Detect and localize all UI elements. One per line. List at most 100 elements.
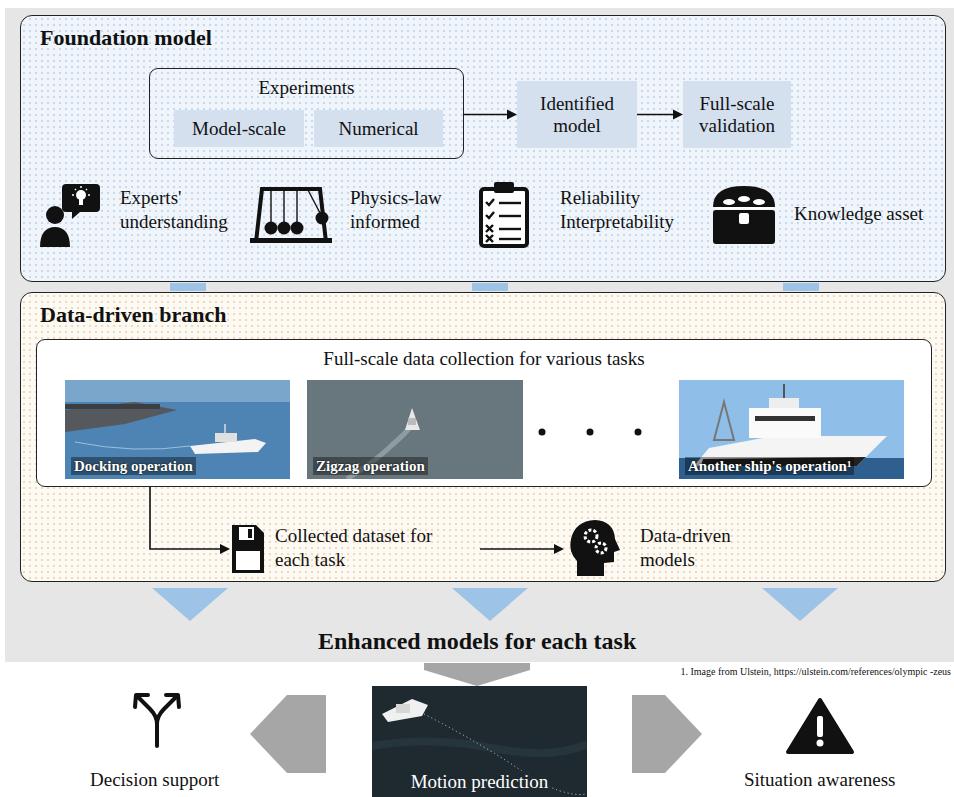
floppy-disk-icon [248,529,252,538]
box-label: Numerical [338,118,418,140]
expert-icon [79,199,83,205]
label-anchor: Decision support [90,768,219,792]
process-box: Model-scale [174,110,304,147]
photo-illustration [679,380,904,479]
data-driven-panel: Data-driven branchFull-scale data collec… [20,292,946,582]
floppy-disk-icon [232,525,264,573]
photo-illustration [75,442,190,449]
label-anchor: Data-driven models [640,524,768,572]
label-anchor: Knowledge asset [794,202,946,226]
flow-line [150,487,564,554]
icon-caption: Decision support [90,768,219,792]
icon-caption: Physics-law informed [350,186,464,234]
photo-illustration [65,380,290,402]
newton-cradle-icon [308,190,320,213]
photo-illustration [215,433,237,442]
photo-label-anchor: Docking operation [71,457,196,475]
expert-icon [62,184,100,219]
photo-illustration [783,384,785,398]
warning-icon [817,716,823,737]
gray-arrow [424,663,530,686]
photo-illustration [224,424,226,433]
label-anchor: Experts' understanding [120,186,252,234]
label-anchor: Collected dataset for each task [275,524,457,572]
photo-illustration [679,458,904,479]
floppy-disk-icon [236,551,260,570]
photo-illustration [372,686,587,797]
brain-gear-icon [570,520,620,576]
checklist-icon [499,238,521,240]
photo-panel: Motion prediction [372,686,587,797]
panel-title: Data-driven branch [40,302,945,328]
treasure-chest-icon [723,199,735,205]
checklist-icon [486,225,493,232]
expert-icon [75,189,76,190]
treasure-chest-icon [739,213,749,224]
floppy-disk-icon [239,527,254,540]
expert-icon [88,194,90,196]
connector-arrow [464,110,517,120]
decision-branch-icon [157,697,176,724]
footnote: 1. Image from Ulstein, https://ulstein.c… [681,665,951,678]
label-anchor: Situation awareness [744,768,895,792]
flow-line [554,544,564,554]
checklist-icon [481,189,527,246]
expert-icon [72,186,90,195]
photo-illustration [65,402,177,432]
treasure-chest-icon [713,210,775,244]
decision-branch-icon [135,695,179,746]
gray-arrow [250,663,702,773]
collection-group: Full-scale data collection for various t… [36,339,932,487]
panel-title: Full-scale data collection for various t… [37,347,931,370]
box-label: Model-scale [192,118,286,140]
decision-branch-icon [166,695,179,707]
checklist-icon [486,235,493,242]
ellipsis-dots [539,429,642,436]
process-box: Numerical [314,110,443,147]
photo-label: Another ship's operation¹ [685,457,854,475]
photo-illustration [307,380,523,479]
newton-cradle-icon [296,190,297,222]
photo-panel: Another ship's operation¹ [679,380,904,479]
newton-cradle-icon [283,190,284,222]
summary-heading: Enhanced models for each task [318,626,636,656]
arrow-head [507,110,517,120]
icon-caption: Knowledge asset [794,202,946,226]
checklist-icon [481,182,527,246]
photo-label-anchor: Motion prediction [372,771,587,793]
icon-caption: Collected dataset for each task [275,524,457,572]
photo-panel: Zigzag operation [307,380,523,479]
expert-icon [40,184,100,247]
newton-cradle-icon [265,212,329,235]
newton-cradle-icon [271,190,320,222]
treasure-chest-icon [713,186,775,244]
photo-illustration [755,416,815,421]
warning-icon [788,700,852,752]
ellipsis-dots [539,429,546,436]
expert-icon [76,190,86,200]
process-box: Full-scale validation [683,81,791,148]
newton-cradle-icon [316,212,329,225]
down-arrow [152,588,838,621]
expert-icon [80,186,82,188]
label-anchor: Enhanced models for each task [318,626,636,656]
label-anchor: Physics-law informed [350,186,464,234]
photo-illustration [408,418,416,425]
flow-line [220,544,230,554]
checklist-icon [486,235,493,242]
newton-cradle-icon [250,238,332,243]
flow-line [150,487,221,549]
link-tab [783,283,819,291]
icon-caption: Situation awareness [744,768,895,792]
checklist-icon [499,215,521,217]
photo-panel: Docking operation [65,380,290,479]
gray-panel [5,8,954,662]
floppy-disk-icon [232,525,264,573]
photo-illustration [65,404,160,409]
panel-title: Experiments [150,76,463,99]
treasure-chest-icon [716,196,772,224]
photo-illustration [405,408,420,430]
decision-branch-icon [138,697,157,746]
arrow-head [673,110,683,120]
checklist-icon [486,199,494,205]
